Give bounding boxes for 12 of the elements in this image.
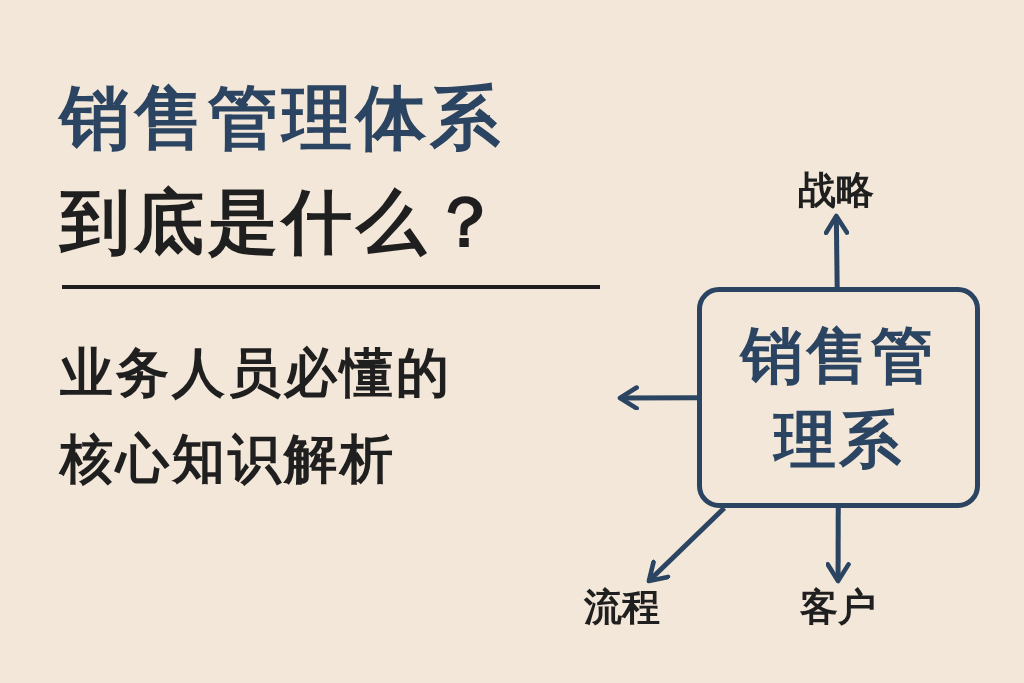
node-label: 客户 (786, 585, 890, 629)
process-box (697, 287, 980, 508)
arrow (825, 508, 851, 584)
box-text: 销售管理系 (738, 317, 937, 478)
node-label: 流程 (570, 585, 674, 629)
arrow (617, 385, 697, 411)
arrow (823, 213, 850, 288)
subtitle: 业务人员必懂的核心知识解析 (60, 341, 452, 491)
title: 销售管理体系 (60, 78, 504, 158)
subtitle-question: 到底是什么？ (60, 182, 505, 262)
arrow (646, 506, 727, 584)
node-label: 战略 (786, 168, 886, 212)
